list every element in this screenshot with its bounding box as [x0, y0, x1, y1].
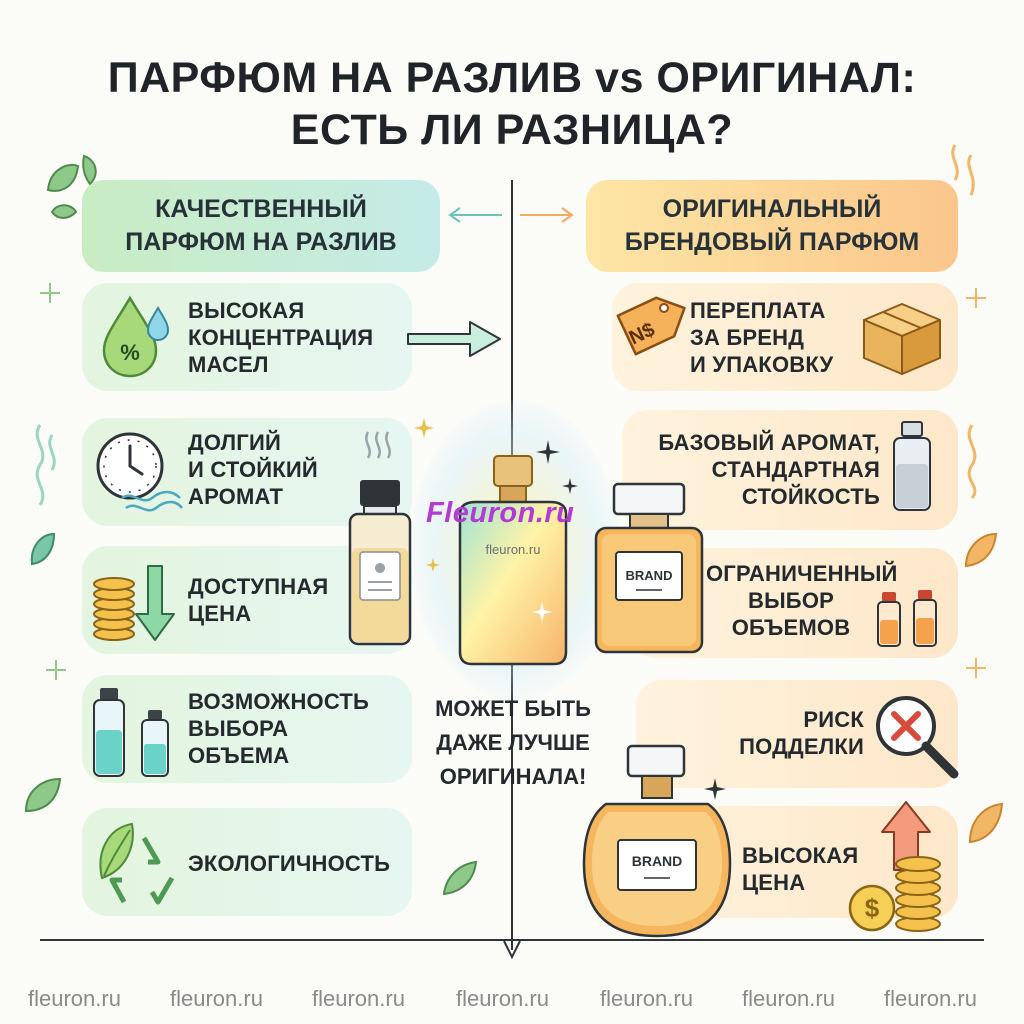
right-arrow-icon: [407, 321, 501, 357]
sparkle-icon: [562, 478, 578, 494]
brand-bottle-large-icon: BRAND: [582, 744, 732, 938]
leaf-icon: [30, 532, 56, 566]
leaf-icon: [24, 777, 62, 813]
sparkle-icon: [414, 418, 434, 438]
left-item-1-text: ВЫСОКАЯ КОНЦЕНТРАЦИЯ МАСЕЛ: [188, 298, 374, 377]
leaf-icon: [442, 860, 478, 896]
left-header-line-2: ПАРФЮМ НА РАЗЛИВ: [125, 228, 397, 256]
left-card-volume: [82, 675, 412, 783]
sparkle-icon: [966, 288, 986, 308]
recycle-leaf-icon: [99, 822, 175, 905]
wave-lines-icon: [951, 144, 975, 196]
svg-text:fleuron.ru: fleuron.ru: [486, 542, 541, 557]
left-header-line-1: КАЧЕСТВЕННЫЙ: [155, 195, 367, 223]
right-item-5-text: ВЫСОКАЯ ЦЕНА: [742, 843, 859, 895]
footer-watermark: fleuron.ru: [170, 986, 263, 1011]
svg-text:$: $: [865, 893, 880, 923]
baseline-divider: [40, 939, 984, 941]
bottles-icon: [93, 688, 169, 777]
title-line-1: ПАРФЮМ НА РАЗЛИВ vs ОРИГИНАЛ:: [107, 54, 917, 102]
sparkle-icon: [536, 440, 560, 464]
footer-watermarks: fleuron.ru fleuron.ru fleuron.ru fleuron…: [0, 986, 1024, 1020]
wave-lines-icon: [365, 431, 391, 459]
right-header-line-2: БРЕНДОВЫЙ ПАРФЮМ: [624, 228, 920, 256]
left-header: КАЧЕСТВЕННЫЙ ПАРФЮМ НА РАЗЛИВ: [82, 180, 440, 272]
page-title: ПАРФЮМ НА РАЗЛИВ vs ОРИГИНАЛ: ЕСТЬ ЛИ РА…: [0, 52, 1024, 156]
sparkle-icon: [46, 660, 66, 680]
svg-text:%: %: [120, 340, 140, 365]
sparkle-icon: [40, 283, 60, 303]
footer-watermark: fleuron.ru: [742, 986, 835, 1011]
magnifier-x-icon: [876, 696, 959, 779]
left-item-4-text: ВОЗМОЖНОСТЬ ВЫБОРА ОБЪЕМА: [188, 689, 370, 768]
leaf-icon: [46, 154, 97, 219]
footer-watermark: fleuron.ru: [884, 986, 977, 1011]
wave-lines-icon: [35, 424, 56, 506]
down-arrow-icon: [503, 940, 521, 960]
wave-lines-icon: [967, 424, 977, 499]
center-perfume-bottle-icon: fleuron.ru: [458, 455, 568, 666]
footer-watermark: fleuron.ru: [600, 986, 693, 1011]
left-item-5-text: ЭКОЛОГИЧНОСТЬ: [188, 851, 391, 876]
box-icon: [863, 303, 941, 375]
left-card-eco: [82, 808, 412, 916]
footer-watermark: fleuron.ru: [312, 986, 405, 1011]
small-bottles-icon: [877, 590, 937, 647]
right-header-line-1: ОРИГИНАЛЬНЫЙ: [662, 195, 882, 223]
svg-text:BRAND: BRAND: [632, 853, 683, 869]
right-item-2-text: БАЗОВЫЙ АРОМАТ, СТАНДАРТНАЯ СТОЙКОСТЬ: [658, 430, 880, 509]
clock-icon: [96, 432, 183, 512]
title-line-2: ЕСТЬ ЛИ РАЗНИЦА?: [290, 106, 734, 154]
footer-watermark: fleuron.ru: [456, 986, 549, 1011]
svg-text:BRAND: BRAND: [626, 568, 673, 583]
decant-bottle-icon: [348, 480, 412, 646]
right-header: ОРИГИНАЛЬНЫЙ БРЕНДОВЫЙ ПАРФЮМ: [586, 180, 958, 272]
sparkle-icon: [966, 658, 986, 678]
left-item-2-text: ДОЛГИЙ И СТОЙКИЙ АРОМАТ: [188, 430, 318, 509]
right-item-4-text: РИСК ПОДДЕЛКИ: [739, 707, 864, 759]
coins-down-arrow-icon: [93, 565, 175, 641]
right-item-1-text: ПЕРЕПЛАТА ЗА БРЕНД И УПАКОВКУ: [690, 298, 834, 377]
oil-drop-percent-icon: %: [102, 295, 170, 378]
bottle-icon: [893, 421, 931, 511]
right-item-3-text: ОГРАНИЧЕННЫЙ ВЫБОР ОБЪЕМОВ: [706, 561, 898, 640]
center-caption: МОЖЕТ БЫТЬ ДАЖЕ ЛУЧШЕ ОРИГИНАЛА!: [435, 696, 591, 789]
sparkle-icon: [426, 558, 440, 572]
price-tag-icon: N$: [616, 296, 686, 356]
left-item-3-text: ДОСТУПНАЯ ЦЕНА: [188, 574, 329, 626]
brand-bottle-icon: BRAND: [594, 482, 704, 654]
sparkle-icon: [704, 778, 726, 800]
leaf-icon: [964, 532, 998, 568]
footer-watermark: fleuron.ru: [28, 986, 121, 1011]
leaf-icon: [968, 802, 1004, 844]
double-arrow-icon: [448, 207, 574, 223]
watermark-center: Fleuron.ru: [426, 497, 575, 529]
coins-up-arrow-icon: $: [848, 801, 941, 932]
